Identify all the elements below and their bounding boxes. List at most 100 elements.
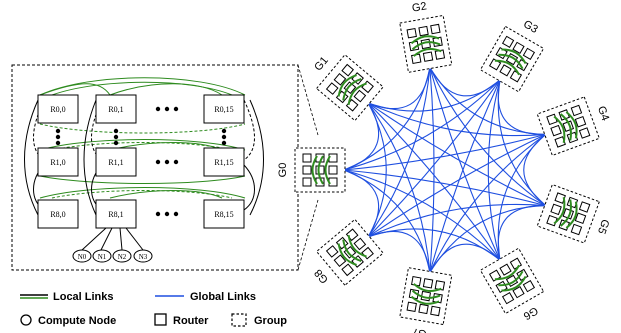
mini-router xyxy=(353,89,367,103)
mini-router xyxy=(422,278,434,289)
mini-local-link xyxy=(560,113,572,141)
mini-router xyxy=(501,35,515,48)
router-box xyxy=(37,147,79,177)
global-link xyxy=(343,79,501,171)
mini-router xyxy=(406,301,417,313)
router-box xyxy=(95,94,137,124)
mini-router xyxy=(574,212,587,225)
node-label: N2 xyxy=(118,253,127,261)
global-link xyxy=(367,102,546,207)
router-label: R1,1 xyxy=(108,158,123,167)
group-detail-frame xyxy=(11,64,299,271)
mini-router xyxy=(353,237,367,251)
mini-local-link xyxy=(553,197,566,225)
group-label: G4 xyxy=(595,105,611,123)
compute-node xyxy=(92,249,112,263)
mini-local-link xyxy=(411,289,441,299)
mini-local-link xyxy=(347,234,367,258)
mini-router xyxy=(341,63,354,77)
mini-router xyxy=(302,153,312,163)
mini-local-link xyxy=(565,111,578,139)
group-label: G7 xyxy=(411,325,428,333)
legend-local-links: Local Links xyxy=(53,291,114,303)
global-link xyxy=(367,102,431,273)
mini-local-link xyxy=(311,155,318,185)
router-label: R0,15 xyxy=(214,105,233,114)
mini-router xyxy=(430,23,441,35)
router-label: R8,0 xyxy=(50,210,65,219)
mini-router xyxy=(574,115,587,128)
mini-local-link xyxy=(347,82,367,106)
router-label: R0,0 xyxy=(50,105,65,114)
mini-local-link xyxy=(553,115,566,143)
compute-node xyxy=(72,249,92,263)
router-label: R8,15 xyxy=(214,210,233,219)
mini-local-link xyxy=(342,77,362,101)
mini-router xyxy=(328,153,338,163)
compute-node-icon xyxy=(20,314,32,326)
global-link xyxy=(368,203,546,238)
zoom-connector xyxy=(297,64,319,271)
node-label: N3 xyxy=(139,253,148,261)
mini-router xyxy=(406,27,417,39)
mini-local-link xyxy=(410,35,440,45)
group-label: G6 xyxy=(521,304,540,322)
mini-local-link xyxy=(337,243,357,266)
mini-router xyxy=(328,177,338,187)
global-link xyxy=(367,102,387,238)
mini-local-link xyxy=(501,48,527,64)
group-label: G5 xyxy=(595,218,611,236)
global-link xyxy=(367,133,546,238)
group-label: G3 xyxy=(521,18,540,36)
legend-global-links: Global Links xyxy=(190,291,256,303)
mini-router xyxy=(325,245,339,258)
mini-router xyxy=(550,124,562,137)
compute-node xyxy=(133,249,153,263)
compute-node xyxy=(112,249,132,263)
router-box xyxy=(95,199,137,229)
global-link xyxy=(429,133,547,273)
mini-router xyxy=(411,53,422,64)
global-links xyxy=(343,67,547,273)
mini-local-link xyxy=(411,41,441,51)
group-icon xyxy=(231,313,247,327)
group-box xyxy=(315,218,384,286)
mini-local-link xyxy=(494,59,520,76)
global-link xyxy=(497,79,546,135)
mini-local-link xyxy=(324,155,331,185)
global-link xyxy=(368,102,546,137)
global-link xyxy=(487,79,501,261)
mini-router xyxy=(411,276,422,287)
mini-router xyxy=(302,177,312,187)
mini-local-link xyxy=(498,53,524,70)
global-link xyxy=(429,67,501,261)
mini-router xyxy=(499,263,512,276)
mini-router xyxy=(550,203,562,216)
mini-local-link xyxy=(501,276,527,292)
group-label: G1 xyxy=(312,54,331,73)
group-box xyxy=(399,267,453,326)
mini-router xyxy=(333,73,347,86)
router-box xyxy=(37,94,79,124)
group-box xyxy=(479,25,545,93)
group-box xyxy=(536,183,600,244)
mini-router xyxy=(570,223,583,236)
group-box xyxy=(294,147,346,193)
group-box xyxy=(536,96,600,157)
mini-local-link xyxy=(565,201,578,229)
mini-local-link xyxy=(560,199,572,227)
mini-local-link xyxy=(498,270,524,287)
global-link xyxy=(497,205,546,261)
global-link xyxy=(343,169,501,261)
global-link xyxy=(367,79,501,238)
router-box xyxy=(203,199,245,229)
global-link xyxy=(367,102,501,261)
router-label: R1,0 xyxy=(50,158,65,167)
router-label: R8,1 xyxy=(108,210,123,219)
router-label: R0,1 xyxy=(108,105,123,114)
global-link xyxy=(343,169,546,207)
mini-router xyxy=(501,292,515,305)
group-label: G0 xyxy=(277,163,289,178)
